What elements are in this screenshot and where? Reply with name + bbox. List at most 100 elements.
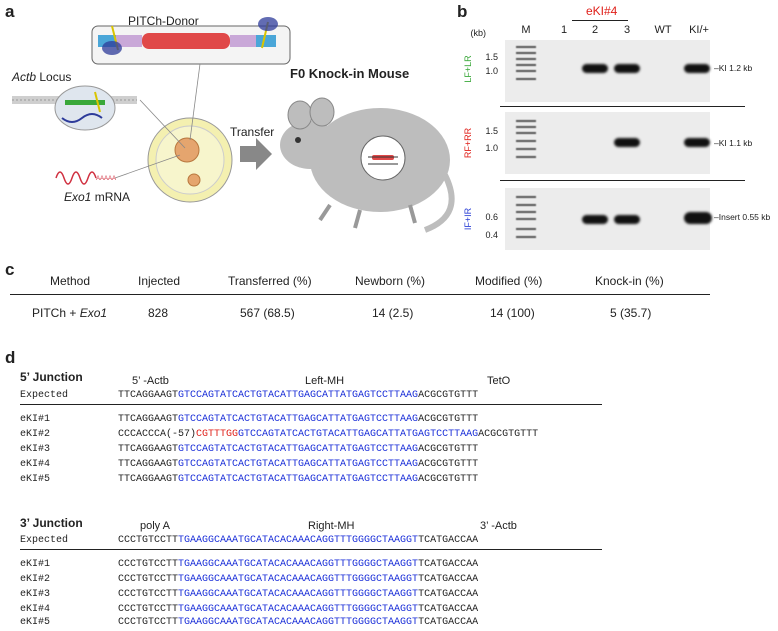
- seq-post: ACGCGTGTTT: [418, 390, 479, 401]
- seq-pre: CCCTGTCCTT: [118, 617, 179, 628]
- gel-header-rule: [572, 20, 628, 21]
- j5-row-seq: TTCAGGAAGTGTCCAGTATCACTGTACATTGAGCATTATG…: [118, 444, 478, 455]
- table-cell-transferred: 567 (68.5): [240, 306, 295, 320]
- mw-0-6: 0.6: [485, 212, 498, 222]
- gel-header-clone: eKI#4: [586, 4, 618, 18]
- seq-post: ACGCGTGTTT: [418, 459, 479, 470]
- seq-pre: TTCAGGAAGT: [118, 459, 179, 470]
- seq-pre: TTCAGGAAGT: [118, 474, 179, 485]
- j3-row-seq: CCCTGTCCTTTGAAGGCAAATGCATACACAAACAGGTTTG…: [118, 617, 478, 628]
- locus-label-rest: Locus: [36, 70, 72, 84]
- mw-1-5-row2: 1.5: [485, 126, 498, 136]
- j3-row-name: eKI#3: [20, 589, 51, 600]
- panel-letter-a: a: [5, 2, 15, 21]
- ladder-band: [516, 196, 536, 198]
- j5-row-name: eKI#4: [20, 459, 51, 470]
- seq-mh: TGAAGGCAAATGCATACACAAACAGGTTTGGGGCTAAGGT: [178, 589, 419, 600]
- seq-pre: TTCAGGAAGT: [118, 390, 179, 401]
- j5-row-name: eKI#3: [20, 444, 51, 455]
- mw-1-0-row1: 1.0: [485, 66, 498, 76]
- ladder-band: [516, 52, 536, 54]
- j3-row-name: eKI#5: [20, 617, 51, 628]
- transfer-arrow-icon: [240, 138, 272, 170]
- seq-mh: GTCCAGTATCACTGTACATTGAGCATTATGAGTCCTTAAG: [178, 459, 419, 470]
- seq-pre: CCCTGTCCTT: [118, 535, 179, 546]
- ladder-band: [516, 58, 536, 60]
- seq-post: TCATGACCAA: [418, 617, 479, 628]
- ladder-band: [516, 46, 536, 48]
- lane-label-m: M: [521, 24, 531, 36]
- panel-letter-d: d: [5, 348, 16, 367]
- j5-label-actb: 5’ -Actb: [132, 375, 169, 387]
- seq-pre: CCCTGTCCTT: [118, 559, 179, 570]
- seq-mh: GTCCAGTATCACTGTACATTGAGCATTATGAGTCCTTAAG: [178, 390, 419, 401]
- seq-mh: GTCCAGTATCACTGTACATTGAGCATTATGAGTCCTTAAG: [178, 414, 419, 425]
- ladder-band: [516, 132, 536, 134]
- mw-1-0-row2: 1.0: [485, 143, 498, 153]
- seq-mh: GTCCAGTATCACTGTACATTGAGCATTATGAGTCCTTAAG: [238, 429, 479, 440]
- j3-expected-seq: CCCTGTCCTTTGAAGGCAAATGCATACACAAACAGGTTTG…: [118, 535, 478, 546]
- seq-mh: TGAAGGCAAATGCATACACAAACAGGTTTGGGGCTAAGGT: [178, 559, 419, 570]
- table-header-knockin: Knock-in (%): [595, 274, 664, 288]
- ladder-band: [516, 126, 536, 128]
- locus-label-italic: Actb: [12, 70, 37, 84]
- annotation-row1-text: KI 1.2 kb: [718, 63, 753, 73]
- table-header-transferred: Transferred (%): [228, 274, 312, 288]
- seq-post: ACGCGTGTTT: [418, 474, 479, 485]
- seq-mh: TGAAGGCAAATGCATACACAAACAGGTTTGGGGCTAAGGT: [178, 574, 419, 585]
- j3-row-name: eKI#4: [20, 604, 51, 615]
- transfer-label: Transfer: [230, 125, 275, 139]
- mouse-title: F0 Knock-in Mouse: [290, 66, 410, 81]
- j3-row-name: eKI#2: [20, 574, 51, 585]
- j5-label-teto: TetO: [487, 375, 511, 387]
- band-ki-row1: [684, 64, 710, 73]
- junction-3-title: 3’ Junction: [20, 516, 83, 530]
- seq-post: TCATGACCAA: [418, 574, 479, 585]
- seq-mh: GTCCAGTATCACTGTACATTGAGCATTATGAGTCCTTAAG: [178, 444, 419, 455]
- seq-mh: TGAAGGCAAATGCATACACAAACAGGTTTGGGGCTAAGGT: [178, 604, 419, 615]
- gel-row-rf-rr: [505, 112, 710, 174]
- ladder-band: [516, 228, 536, 230]
- j5-row-name: eKI#1: [20, 414, 51, 425]
- gel-divider: [500, 180, 745, 181]
- method-prefix: PITCh +: [32, 306, 80, 320]
- j5-row-name: eKI#2: [20, 429, 51, 440]
- kb-label: (kb): [470, 28, 487, 38]
- band-lane2-row3: [582, 215, 608, 224]
- seq-pre: CCCTGTCCTT: [118, 574, 179, 585]
- ladder-band: [516, 70, 536, 72]
- ladder-band: [516, 78, 536, 80]
- ladder-band: [516, 236, 536, 238]
- method-italic: Exo1: [79, 306, 108, 320]
- table-rule: [10, 294, 710, 295]
- table-cell-method: PITCh + Exo1: [32, 306, 107, 320]
- actb-locus-dna: [12, 85, 137, 131]
- seq-mh: TGAAGGCAAATGCATACACAAACAGGTTTGGGGCTAAGGT: [178, 617, 419, 628]
- polya-tail: AAAAA: [96, 176, 117, 182]
- panel-letter-b: b: [457, 2, 468, 21]
- mouse-icon: [280, 97, 455, 233]
- j3-expected-name: Expected: [20, 535, 69, 546]
- seq-post: ACGCGTGTTT: [478, 429, 539, 440]
- j5-expected-seq: TTCAGGAAGTGTCCAGTATCACTGTACATTGAGCATTATG…: [118, 390, 478, 401]
- ladder-band: [516, 156, 536, 158]
- seq-pre: TTCAGGAAGT: [118, 414, 179, 425]
- ladder-band: [516, 218, 536, 220]
- junction-5-title: 5’ Junction: [20, 370, 83, 384]
- annotation-row3-text: Insert 0.55 kb: [718, 212, 771, 222]
- seq-pre: CCCACCCA(-57): [118, 429, 197, 440]
- seq-mh: GTCCAGTATCACTGTACATTGAGCATTATGAGTCCTTAAG: [178, 474, 419, 485]
- seq-pre: CCCTGTCCTT: [118, 604, 179, 615]
- band-ki-row2: [684, 138, 710, 147]
- lane-label-1: 1: [560, 24, 568, 36]
- mrna-wave: [55, 171, 97, 185]
- annotation-row2-text: KI 1.1 kb: [718, 138, 753, 148]
- j3-label-polya: poly A: [140, 520, 170, 532]
- table-header-injected: Injected: [138, 274, 181, 288]
- ladder-band: [516, 120, 536, 122]
- mrna-label-italic: Exo1: [64, 190, 92, 204]
- band-lane2-row1: [582, 64, 608, 73]
- j5-expected-name: Expected: [20, 390, 69, 401]
- seq-post: ACGCGTGTTT: [418, 414, 479, 425]
- band-lane3-row3: [614, 215, 640, 224]
